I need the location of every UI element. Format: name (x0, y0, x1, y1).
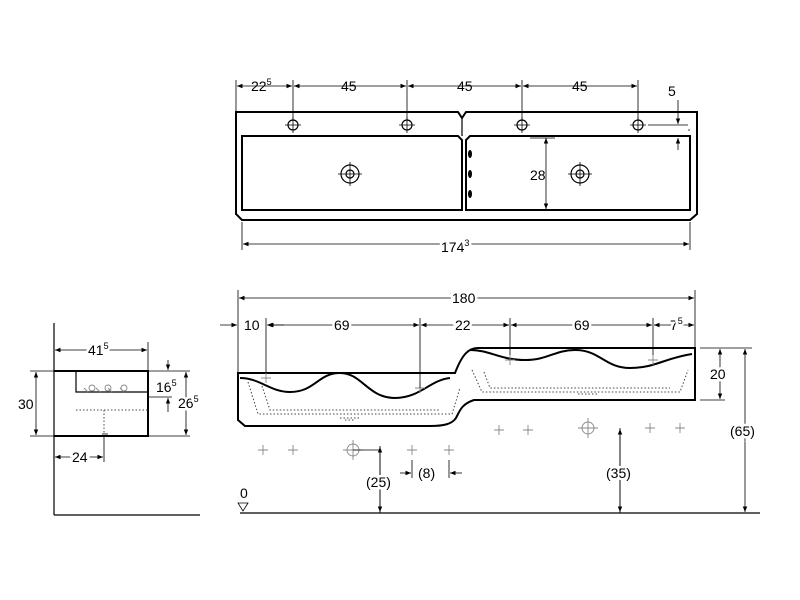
front-view: 180 10 69 22 69 75 20 (65) (25) (8) (35)… (220, 288, 760, 514)
top-right-basin (465, 135, 691, 211)
dim-10: 10 (244, 317, 260, 333)
dim-30: 30 (18, 396, 34, 412)
zero-level: 0 (240, 485, 248, 501)
side-view: 415 30 165 265 24 (16, 323, 201, 516)
dim-22: 22 (455, 317, 471, 333)
dim-69-a: 69 (334, 317, 350, 333)
tap-holes (285, 117, 646, 133)
dim-28: 28 (530, 167, 546, 183)
dim-69-b: 69 (574, 317, 590, 333)
dim-174-3: 1743 (441, 238, 469, 255)
dim-7-5: 75 (670, 316, 683, 333)
dim-8: (8) (418, 465, 435, 481)
dim-45-a: 45 (341, 78, 357, 94)
dim-16-5: 165 (156, 378, 177, 395)
top-left-basin (241, 135, 463, 211)
side-outline (54, 370, 149, 437)
floor-marker (237, 502, 249, 512)
dim-180: 180 (452, 290, 476, 306)
dim-5: 5 (668, 83, 676, 99)
dim-41-5: 415 (88, 341, 109, 358)
top-view: 225 45 45 45 5 28 1743 (235, 77, 698, 258)
dim-65: (65) (730, 423, 755, 439)
dim-45-b: 45 (457, 78, 473, 94)
top-outline (235, 111, 698, 221)
dim-24: 24 (72, 449, 88, 465)
overflow-slots (468, 150, 472, 198)
dim-22-5: 225 (251, 77, 272, 94)
front-outline (237, 347, 696, 427)
dim-35: (35) (606, 465, 631, 481)
dim-26-5: 265 (178, 394, 199, 411)
drains (338, 162, 592, 186)
installation-marks (258, 418, 685, 460)
dim-25: (25) (366, 474, 391, 490)
dim-45-c: 45 (572, 78, 588, 94)
dim-20: 20 (710, 366, 726, 382)
